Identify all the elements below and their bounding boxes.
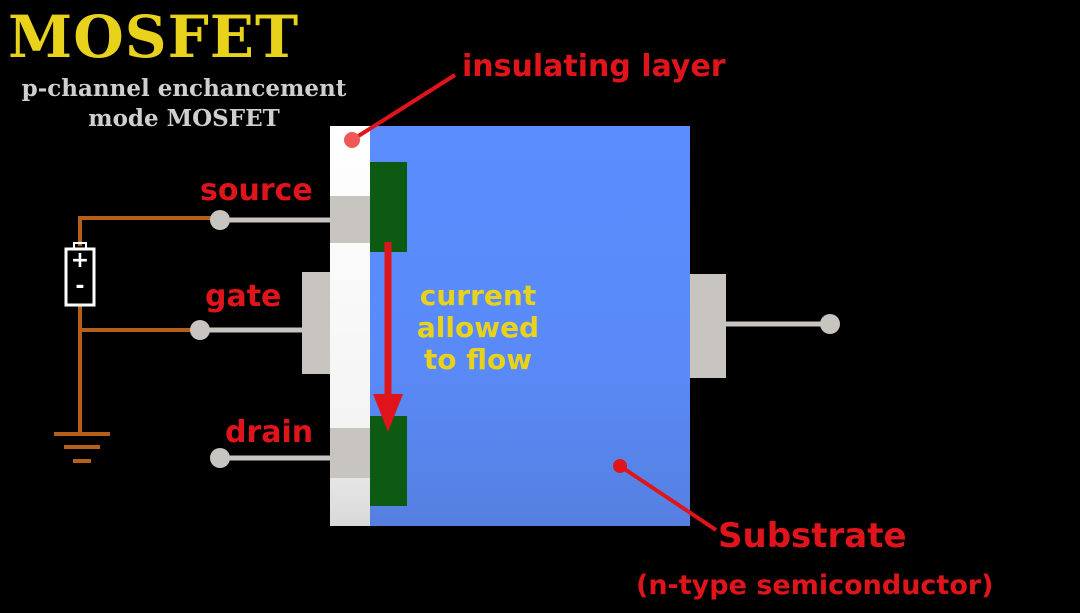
drain-label: drain [225,415,314,450]
battery-minus-sign: - [75,274,85,299]
insulating-layer-label: insulating layer [462,49,726,84]
current-flow-label: current allowed to flow [398,280,558,376]
battery-icon [64,242,96,307]
current-line-3: to flow [423,343,533,376]
ground-icon [54,432,110,463]
source-label: source [200,173,313,208]
substrate-pointer [613,459,718,532]
body-terminal [690,274,840,378]
circuit-wiring [78,216,220,432]
source-wire [78,216,220,246]
page-subtitle: p-channel enchancement mode MOSFET [0,74,374,134]
source-terminal [210,196,370,243]
insulating-pointer [344,73,457,148]
current-arrow-icon [373,242,403,432]
battery-plus-sign: + [70,248,90,273]
subtitle-line-1: p-channel enchancement [21,75,347,102]
substrate-type-label: (n-type semiconductor) [636,570,994,601]
drain-p-region [370,416,407,506]
substrate-label: Substrate [718,516,907,556]
current-line-2: allowed [416,311,540,344]
drain-terminal [210,428,370,478]
current-line-1: current [419,279,537,312]
page-title: MOSFET [8,3,300,71]
subtitle-line-2: mode MOSFET [88,105,280,132]
substrate-block [366,126,690,526]
gate-label: gate [205,279,282,314]
gate-terminal [190,272,330,374]
source-p-region [370,162,407,252]
